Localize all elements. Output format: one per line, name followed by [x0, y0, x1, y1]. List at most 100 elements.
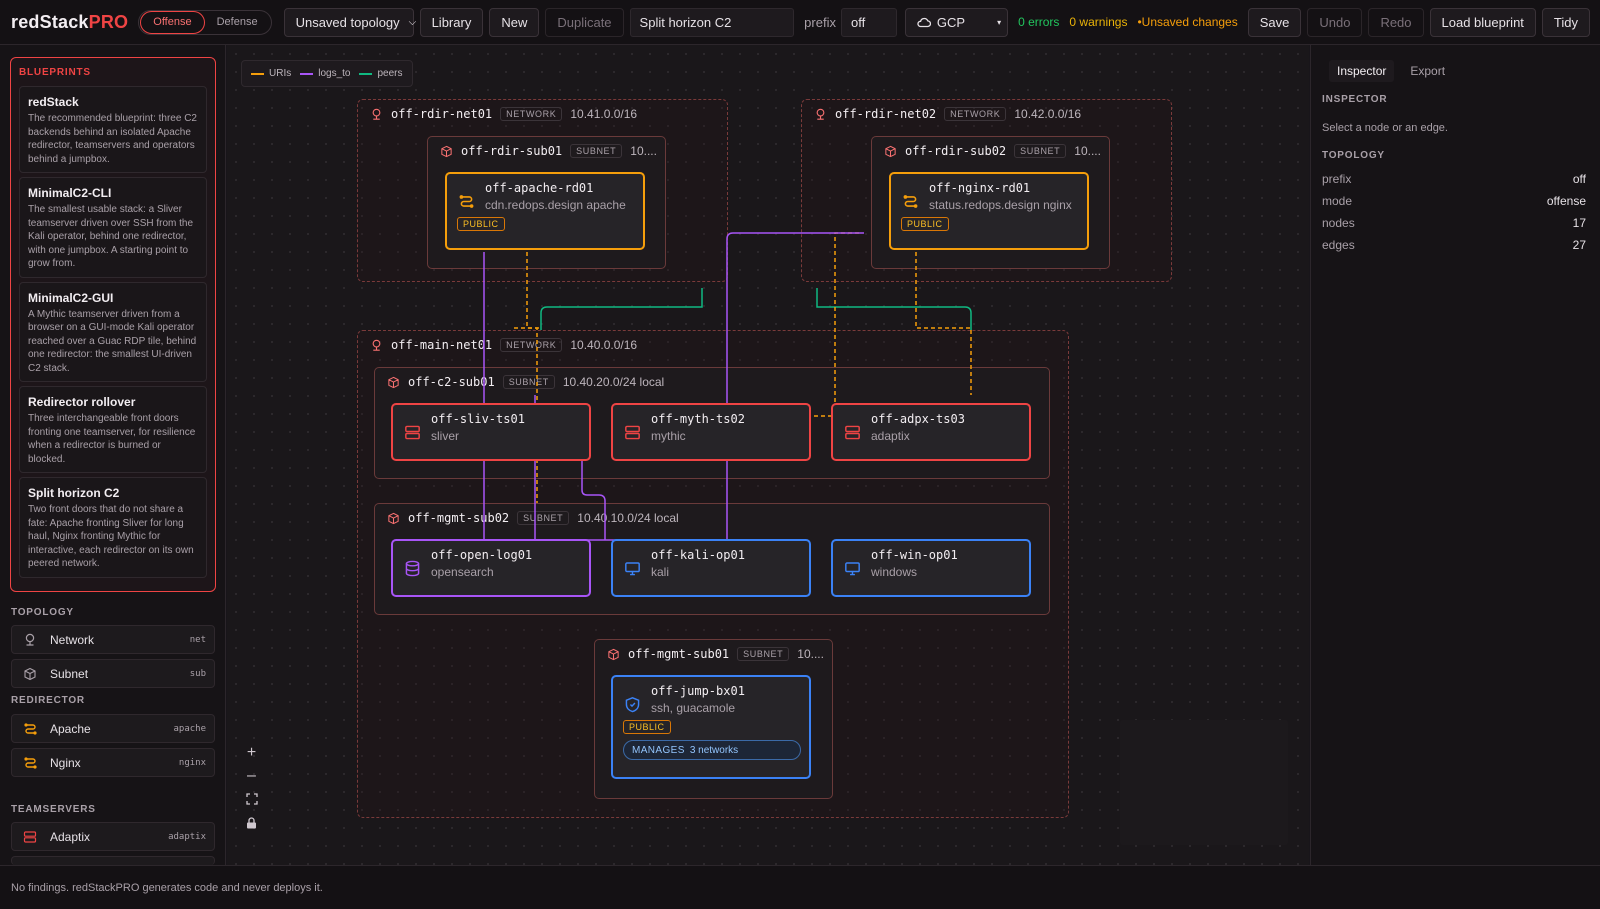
server-icon — [405, 425, 420, 440]
uri-edge[interactable] — [805, 232, 859, 417]
public-badge: PUBLIC — [901, 217, 949, 231]
monitor-icon — [625, 562, 640, 576]
palette-apache[interactable]: Apache apache — [11, 714, 215, 743]
lock-icon — [247, 816, 256, 828]
manages-pill[interactable]: MANAGES 3 networks — [623, 740, 801, 760]
node-off-kali-op01[interactable]: off-kali-op01 kali — [611, 539, 811, 597]
public-badge: PUBLIC — [623, 720, 671, 734]
peers-edge[interactable] — [816, 288, 972, 330]
footer-text: No findings. redStackPRO generates code … — [11, 881, 323, 894]
cube-icon — [388, 512, 399, 524]
teamservers-heading: TEAMSERVERS — [11, 804, 96, 815]
app-logo: redStackPRO — [11, 11, 129, 32]
public-badge: PUBLIC — [457, 217, 505, 231]
palette-nginx[interactable]: Nginx nginx — [11, 748, 215, 777]
tidy-button[interactable]: Tidy — [1541, 7, 1590, 37]
unsaved-status: •Unsaved changes — [1137, 15, 1238, 29]
inspector-tabs: Inspector Export — [1329, 60, 1453, 82]
fit-view-button[interactable] — [243, 790, 260, 807]
mode-offense-button[interactable]: Offense — [140, 10, 205, 34]
redirector-heading: REDIRECTOR — [11, 695, 85, 706]
redo-button[interactable]: Redo — [1368, 7, 1424, 37]
server-icon — [625, 425, 640, 440]
node-off-apache-rd01[interactable]: off-apache-rd01 cdn.redops.design apache… — [445, 172, 645, 250]
undo-button[interactable]: Undo — [1307, 7, 1363, 37]
mode-toggle: Offense Defense — [138, 9, 272, 35]
network-icon — [372, 339, 381, 351]
zoom-in-button[interactable]: + — [246, 743, 257, 761]
route-icon — [459, 195, 474, 208]
monitor-icon — [845, 562, 860, 576]
inspector-hint: Select a node or an edge. — [1322, 122, 1448, 134]
logs-to-edge[interactable] — [581, 455, 606, 540]
fit-view-icon — [245, 792, 258, 805]
peers-edge[interactable] — [540, 288, 703, 330]
node-off-open-log01[interactable]: off-open-log01 opensearch — [391, 539, 591, 597]
lock-button[interactable] — [243, 814, 260, 831]
new-button[interactable]: New — [489, 7, 540, 37]
cube-icon — [441, 145, 452, 157]
library-button[interactable]: Library — [419, 7, 484, 37]
prefix-input[interactable]: off — [840, 7, 897, 37]
palette-subnet[interactable]: Subnet sub — [11, 659, 215, 688]
palette-adaptix[interactable]: Adaptix adaptix — [11, 822, 215, 851]
blueprint-card-redirector-rollover[interactable]: Redirector rollover Three interchangeabl… — [19, 386, 207, 473]
blueprint-card-redstack[interactable]: redStack The recommended blueprint: thre… — [19, 86, 207, 173]
cloud-icon — [917, 17, 931, 28]
duplicate-button[interactable]: Duplicate — [545, 7, 624, 37]
blueprint-card-split-horizon[interactable]: Split horizon C2 Two front doors that do… — [19, 477, 207, 578]
caret-icon: ▾ — [997, 17, 1002, 27]
route-icon — [903, 195, 918, 208]
server-icon — [22, 829, 38, 845]
legend-peers: peers — [359, 68, 403, 79]
node-off-win-op01[interactable]: off-win-op01 windows — [831, 539, 1031, 597]
topology-name-input[interactable]: Split horizon C2 — [629, 7, 795, 37]
tab-inspector[interactable]: Inspector — [1329, 60, 1395, 82]
status-footer: No findings. redStackPRO generates code … — [0, 865, 1600, 909]
load-blueprint-button[interactable]: Load blueprint — [1429, 7, 1536, 37]
prefix-label: prefix — [804, 14, 836, 30]
errors-status: 0 errors — [1018, 15, 1060, 29]
legend-logs-to: logs_to — [300, 68, 350, 79]
palette-next-item[interactable] — [11, 856, 215, 865]
topology-summary-heading: TOPOLOGY — [1322, 150, 1385, 161]
node-off-jump-bx01[interactable]: off-jump-bx01 ssh, guacamole PUBLIC MANA… — [611, 675, 811, 779]
top-toolbar: redStackPRO Offense Defense Unsaved topo… — [0, 0, 1600, 45]
warnings-status: 0 warnings — [1069, 15, 1128, 29]
node-off-nginx-rd01[interactable]: off-nginx-rd01 status.redops.design ngin… — [889, 172, 1089, 250]
zoom-out-button[interactable]: – — [247, 766, 256, 784]
logs-to-edge[interactable] — [726, 232, 864, 540]
inspector-panel: Inspector Export INSPECTOR Select a node… — [1310, 45, 1600, 865]
mode-defense-button[interactable]: Defense — [216, 15, 258, 28]
tab-export[interactable]: Export — [1410, 64, 1446, 78]
database-icon — [405, 560, 420, 577]
cube-icon — [388, 376, 399, 388]
save-button[interactable]: Save — [1247, 7, 1302, 37]
node-off-myth-ts02[interactable]: off-myth-ts02 mythic — [611, 403, 811, 461]
cube-icon — [885, 145, 896, 157]
blueprints-heading: BLUEPRINTS — [19, 67, 91, 78]
topology-heading: TOPOLOGY — [11, 607, 74, 618]
minimap[interactable] — [1120, 720, 1288, 845]
blueprint-card-minimalc2-gui[interactable]: MinimalC2-GUI A Mythic teamserver driven… — [19, 281, 207, 382]
network-icon — [372, 108, 381, 120]
cloud-select[interactable]: GCP ▾ — [904, 7, 1009, 37]
blueprints-panel: BLUEPRINTS redStack The recommended blue… — [10, 57, 216, 592]
node-off-adpx-ts03[interactable]: off-adpx-ts03 adaptix — [831, 403, 1031, 461]
server-icon — [845, 425, 860, 440]
route-icon — [22, 721, 38, 737]
uri-edge[interactable] — [915, 252, 972, 395]
blueprint-card-minimalc2-cli[interactable]: MinimalC2-CLI The smallest usable stack:… — [19, 177, 207, 278]
chevron-down-icon: ⌵ — [408, 16, 417, 28]
edges-layer — [483, 232, 972, 575]
topology-select[interactable]: Unsaved topology⌵ — [283, 7, 417, 37]
palette-network[interactable]: Network net — [11, 625, 215, 654]
node-off-sliv-ts01[interactable]: off-sliv-ts01 sliver — [391, 403, 591, 461]
network-icon — [22, 632, 38, 648]
topology-canvas[interactable]: URIs logs_to peers off-rdir-net01 NETWOR… — [227, 45, 1309, 865]
inspector-heading: INSPECTOR — [1322, 94, 1388, 105]
